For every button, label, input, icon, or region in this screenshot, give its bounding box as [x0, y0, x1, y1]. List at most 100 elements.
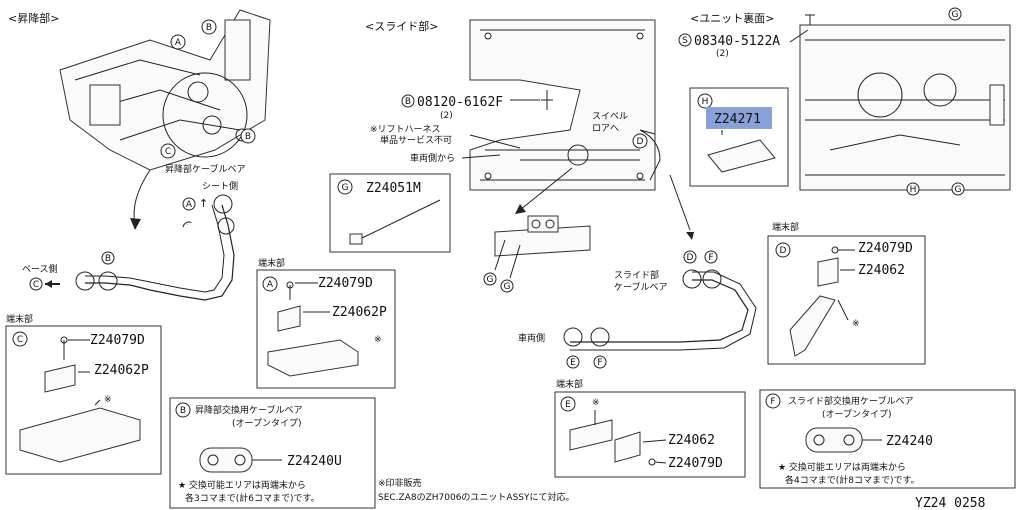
vehicle-side-from-label: 車両側から — [410, 152, 455, 164]
marker-lift-c: C — [160, 143, 176, 159]
marker-chain-b: B — [101, 251, 115, 265]
svg-text:C: C — [33, 280, 39, 290]
svg-text:D: D — [687, 253, 694, 263]
svg-text:G: G — [504, 282, 511, 292]
box-b-subtitle: (オープンタイプ) — [232, 418, 301, 429]
bolt-08120: 08120-6162F — [417, 95, 503, 110]
marker-unit-g-top: G — [948, 7, 962, 21]
svg-text:G: G — [487, 275, 494, 285]
svg-text:C: C — [17, 335, 23, 345]
marker-lift-b: B — [201, 19, 217, 35]
box-e-bracket-illustration — [569, 410, 667, 466]
box-a-bracket-illustration — [267, 281, 359, 377]
box-e-end-label: 端末部 — [556, 378, 583, 390]
marker-chain-f: F — [704, 250, 718, 264]
svg-text:G: G — [955, 185, 962, 195]
svg-text:A: A — [267, 280, 274, 290]
marker-unit-s: S — [678, 33, 692, 47]
marker-slide-s: B — [401, 94, 415, 108]
box-d-bracket-illustration — [789, 246, 855, 357]
box-f-title: スライド部交換用ケーブルベア — [788, 395, 913, 407]
box-c-bracket-illustration — [19, 336, 141, 463]
seat-side-label: シート側 — [202, 180, 238, 192]
box-e-marker: E — [560, 396, 576, 412]
marker-base-c: C — [29, 277, 43, 291]
box-c-asterisk: ※ — [104, 395, 112, 405]
svg-text:A: A — [175, 38, 182, 48]
svg-text:E: E — [570, 358, 576, 368]
box-f-note-1: ★ 交換可能エリアは両端末から — [778, 461, 906, 473]
box-d-z24062: Z24062 — [858, 263, 905, 278]
box-a-end-label: 端末部 — [258, 257, 285, 269]
box-f-note-2: 各4コマまで(計8コマまで)です。 — [785, 474, 920, 486]
svg-text:B: B — [405, 97, 411, 107]
box-e-terminal — [554, 391, 746, 478]
box-c-end-label: 端末部 — [6, 313, 33, 325]
marker-lift-a: A — [170, 34, 186, 50]
box-g-marker: G — [337, 179, 353, 195]
slide-detail-illustration — [494, 215, 591, 279]
section-lift-heading: <昇降部> — [8, 11, 59, 25]
box-a-marker: A — [262, 276, 278, 292]
svg-text:G: G — [342, 183, 349, 193]
box-g-z24051m: Z24051M — [366, 181, 421, 196]
svg-text:E: E — [565, 400, 571, 410]
bolt-08120-qty: (2) — [440, 111, 453, 121]
box-a-z24079d: Z24079D — [318, 276, 373, 291]
box-f-subtitle: (オープンタイプ) — [822, 409, 891, 420]
box-a-z24062p: Z24062P — [332, 305, 387, 320]
box-h-pad-illustration — [707, 139, 776, 173]
box-f-z24240: Z24240 — [886, 434, 933, 449]
svg-text:F: F — [770, 397, 775, 407]
box-c-marker: C — [12, 331, 28, 347]
marker-chain-d: D — [683, 250, 697, 264]
svg-text:↑: ↑ — [199, 197, 208, 210]
svg-text:D: D — [780, 246, 787, 256]
unit-back-illustration — [789, 14, 1011, 191]
box-d-z24079d: Z24079D — [858, 241, 913, 256]
svg-text:B: B — [245, 132, 251, 142]
section-slide-heading: <スライド部> — [365, 19, 438, 33]
screw-08340: 08340-5122A — [694, 34, 780, 49]
svg-text:B: B — [206, 23, 212, 33]
svg-text:S: S — [682, 36, 688, 46]
footer-note-2: SEC.ZA8のZH7006のユニットASSYにて対応。 — [378, 491, 575, 503]
marker-detail-g2: G — [500, 279, 514, 293]
box-d-asterisk: ※ — [852, 319, 860, 329]
lift-harness-note-1: ※リフトハーネス — [370, 124, 441, 135]
svg-text:F: F — [597, 358, 602, 368]
svg-text:B: B — [180, 406, 186, 416]
box-b-z24240u: Z24240U — [287, 454, 342, 469]
section-unit-back-heading: <ユニット裏面> — [690, 11, 774, 25]
vehicle-side-label: 車両側 — [518, 332, 545, 344]
box-h-z24271: Z24271 — [714, 112, 761, 127]
box-f-link-illustration — [805, 427, 882, 453]
svg-text:F: F — [708, 253, 713, 263]
svg-text:H: H — [910, 185, 917, 195]
box-e-asterisk: ※ — [592, 398, 600, 408]
box-e-z24062: Z24062 — [668, 433, 715, 448]
svg-text:H: H — [702, 97, 709, 107]
box-d-end-label: 端末部 — [772, 221, 799, 233]
box-c-z24079d: Z24079D — [90, 333, 145, 348]
box-b-note-1: ★ 交換可能エリアは両端末から — [178, 479, 306, 491]
marker-seat-a: A — [182, 197, 196, 211]
box-f-replacement — [759, 389, 1016, 489]
slide-cable-bear-label-1: スライド部 — [614, 269, 659, 281]
box-g-tie-illustration — [349, 199, 441, 245]
box-b-note-2: 各3コマまで(計6コマまで)です。 — [185, 492, 320, 504]
svg-text:C: C — [165, 147, 171, 157]
marker-chain-e: E — [566, 355, 580, 369]
lift-harness-note-2: 単品サービス不可 — [380, 134, 452, 146]
box-e-z24079d: Z24079D — [668, 456, 723, 471]
box-b-title: 昇降部交換用ケーブルベア — [195, 404, 302, 416]
lift-cable-chain — [75, 194, 235, 301]
marker-unit-g-bottom: G — [951, 182, 965, 196]
svg-text:D: D — [637, 137, 644, 147]
slide-cable-chain — [563, 269, 757, 351]
screw-08340-qty: (2) — [716, 49, 729, 59]
box-f-marker: F — [765, 393, 781, 409]
marker-unit-h: H — [906, 182, 920, 196]
